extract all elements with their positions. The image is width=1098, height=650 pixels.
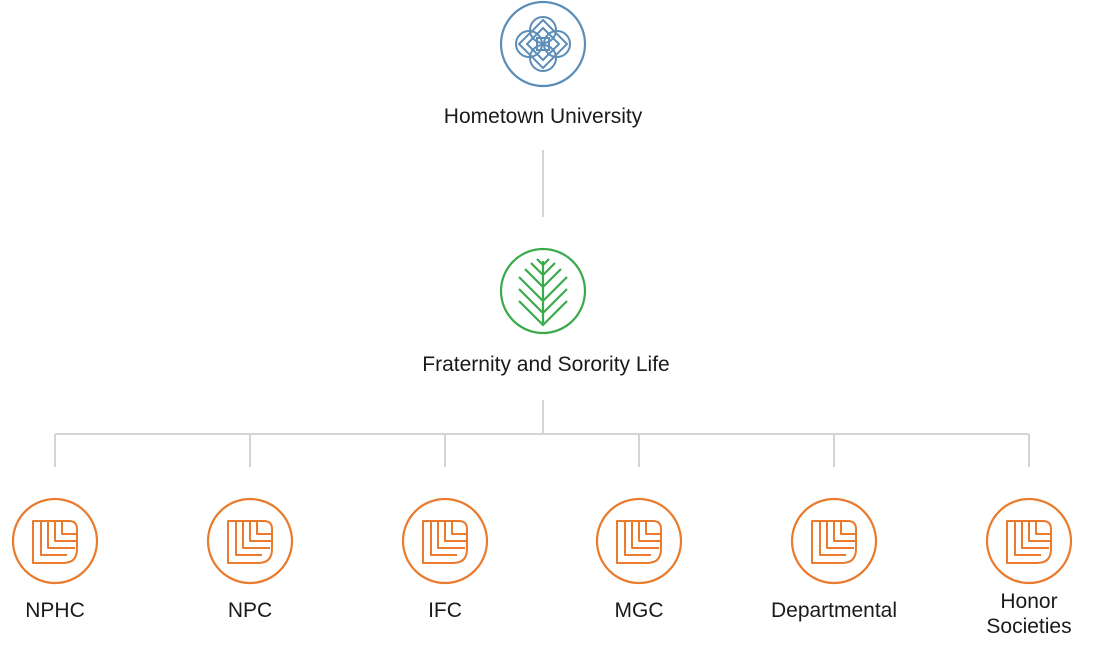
- middle-node: Fraternity and Sorority Life: [422, 247, 670, 376]
- middle-icon-ring: [499, 247, 587, 335]
- root-icon-ring: [499, 0, 587, 88]
- root-label: Hometown University: [444, 105, 643, 128]
- interlocking-circles-icon: [515, 16, 571, 72]
- middle-label: Fraternity and Sorority Life: [422, 353, 669, 376]
- child-label: NPHC: [25, 599, 85, 622]
- child-label-line: Honor: [1000, 590, 1057, 613]
- child-node-npc: NPC: [206, 497, 294, 622]
- child-icon-ring: [985, 497, 1073, 585]
- child-label: NPC: [228, 599, 272, 622]
- child-label: Departmental: [771, 599, 897, 622]
- child-label: MGC: [615, 599, 664, 622]
- layered-leaf-icon: [1006, 520, 1052, 564]
- child-icon-ring: [790, 497, 878, 585]
- leaf-branch-icon: [518, 258, 568, 327]
- layered-leaf-icon: [227, 520, 273, 564]
- layered-leaf-icon: [32, 520, 78, 564]
- layered-leaf-icon: [422, 520, 468, 564]
- child-node-ifc: IFC: [401, 497, 489, 622]
- child-node-departmental: Departmental: [771, 497, 897, 622]
- child-icon-ring: [11, 497, 99, 585]
- connectors: [54, 150, 1030, 467]
- layered-leaf-icon: [616, 520, 662, 564]
- child-node-mgc: MGC: [595, 497, 683, 622]
- child-label: IFC: [428, 599, 462, 622]
- root-node: Hometown University: [444, 0, 643, 128]
- layered-leaf-icon: [811, 520, 857, 564]
- child-icon-ring: [401, 497, 489, 585]
- child-icon-ring: [206, 497, 294, 585]
- child-icon-ring: [595, 497, 683, 585]
- child-node-nphc: NPHC: [11, 497, 99, 622]
- child-label-line: Societies: [986, 615, 1071, 638]
